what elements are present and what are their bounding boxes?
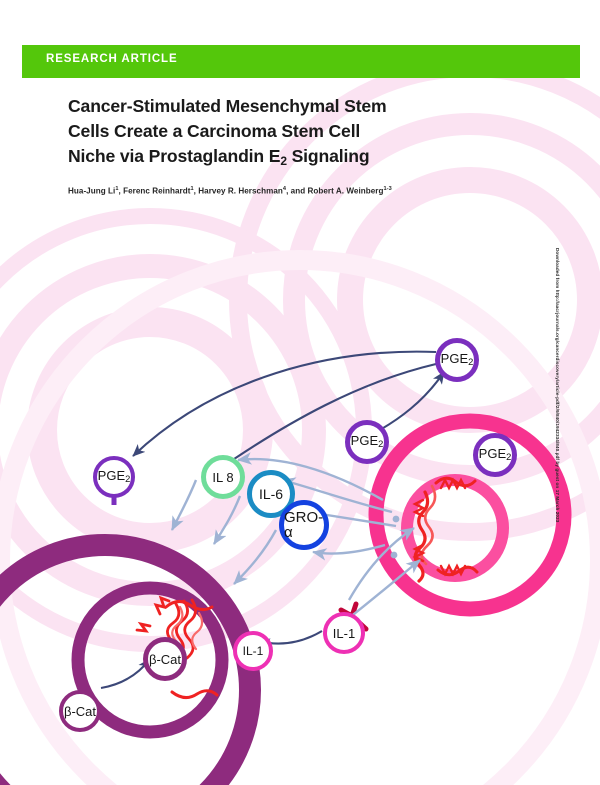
download-watermark: Downloaded from http://aacrjournals.org/… [555,248,560,523]
figure-node-pge2-left: PGE2 [93,456,135,498]
figure-node-subscript: 2 [378,439,384,450]
author-name: Hua-Jung Li [68,186,116,196]
title-line-3: Niche via Prostaglandin E2 Signaling [68,144,488,174]
figure-node-pge2-right: PGE2 [473,433,517,477]
figure-node-groa: GRO-α [279,500,329,550]
figure-node-subscript: 2 [506,452,512,463]
figure-node-label: PGE2 [97,468,131,485]
membrane-junction-dots [390,515,400,559]
figure-node-label: IL-1 [242,644,264,658]
figure-node-label: IL-1 [332,625,356,641]
author-affiliation: 1 [115,186,119,192]
carcinoma-cell [368,413,572,617]
page-title: Cancer-Stimulated Mesenchymal Stem Cells… [68,94,488,174]
title-line-2: Cells Create a Carcinoma Stem Cell [68,121,361,141]
figure-node-pge2-top: PGE2 [435,338,479,382]
research-article-banner [22,45,580,78]
mesenchymal-stem-cell [0,534,261,785]
figure-node-label: β-Cat [148,651,182,667]
figure-node-il8: IL 8 [201,455,245,499]
author-name: Ferenc Reinhardt [123,186,191,196]
figure-node-bcat-nucleus: β-Cat [143,637,187,681]
author-affiliation: 4 [282,186,287,192]
figure-node-label: PGE2 [440,351,474,368]
figure-node-il1-bound: IL-1 [323,612,365,654]
figure-node-bcat-cytoplasm: β-Cat [59,690,101,732]
figure-node-subscript: 2 [468,357,474,368]
author-name: Robert A. Weinberg [307,186,384,196]
author-name: Harvey R. Herschman [198,186,283,196]
figure-node-label: GRO-α [284,509,324,541]
figure-node-label: β-Cat [63,703,97,719]
title-subscript-2: 2 [280,154,287,168]
figure-node-label: PGE2 [478,446,512,463]
title-line-3-post: Signaling [286,146,370,166]
figure-node-label: PGE2 [350,433,384,450]
author-affiliation: 1 [190,186,194,192]
figure-node-label: IL-6 [258,486,284,502]
author-list: Hua-Jung Li1, Ferenc Reinhardt1, Harvey … [68,186,392,196]
figure-node-subscript: 2 [125,474,131,485]
figure-node-il1-free: IL-1 [233,631,273,671]
figure-node-pge2-mid: PGE2 [345,420,389,464]
title-line-1: Cancer-Stimulated Mesenchymal Stem [68,96,387,116]
title-line-3-pre: Niche via Prostaglandin E [68,146,281,166]
author-affiliation: 1-3 [383,186,392,192]
research-article-label: RESEARCH ARTICLE [46,53,178,65]
figure-node-label: IL 8 [212,469,234,485]
